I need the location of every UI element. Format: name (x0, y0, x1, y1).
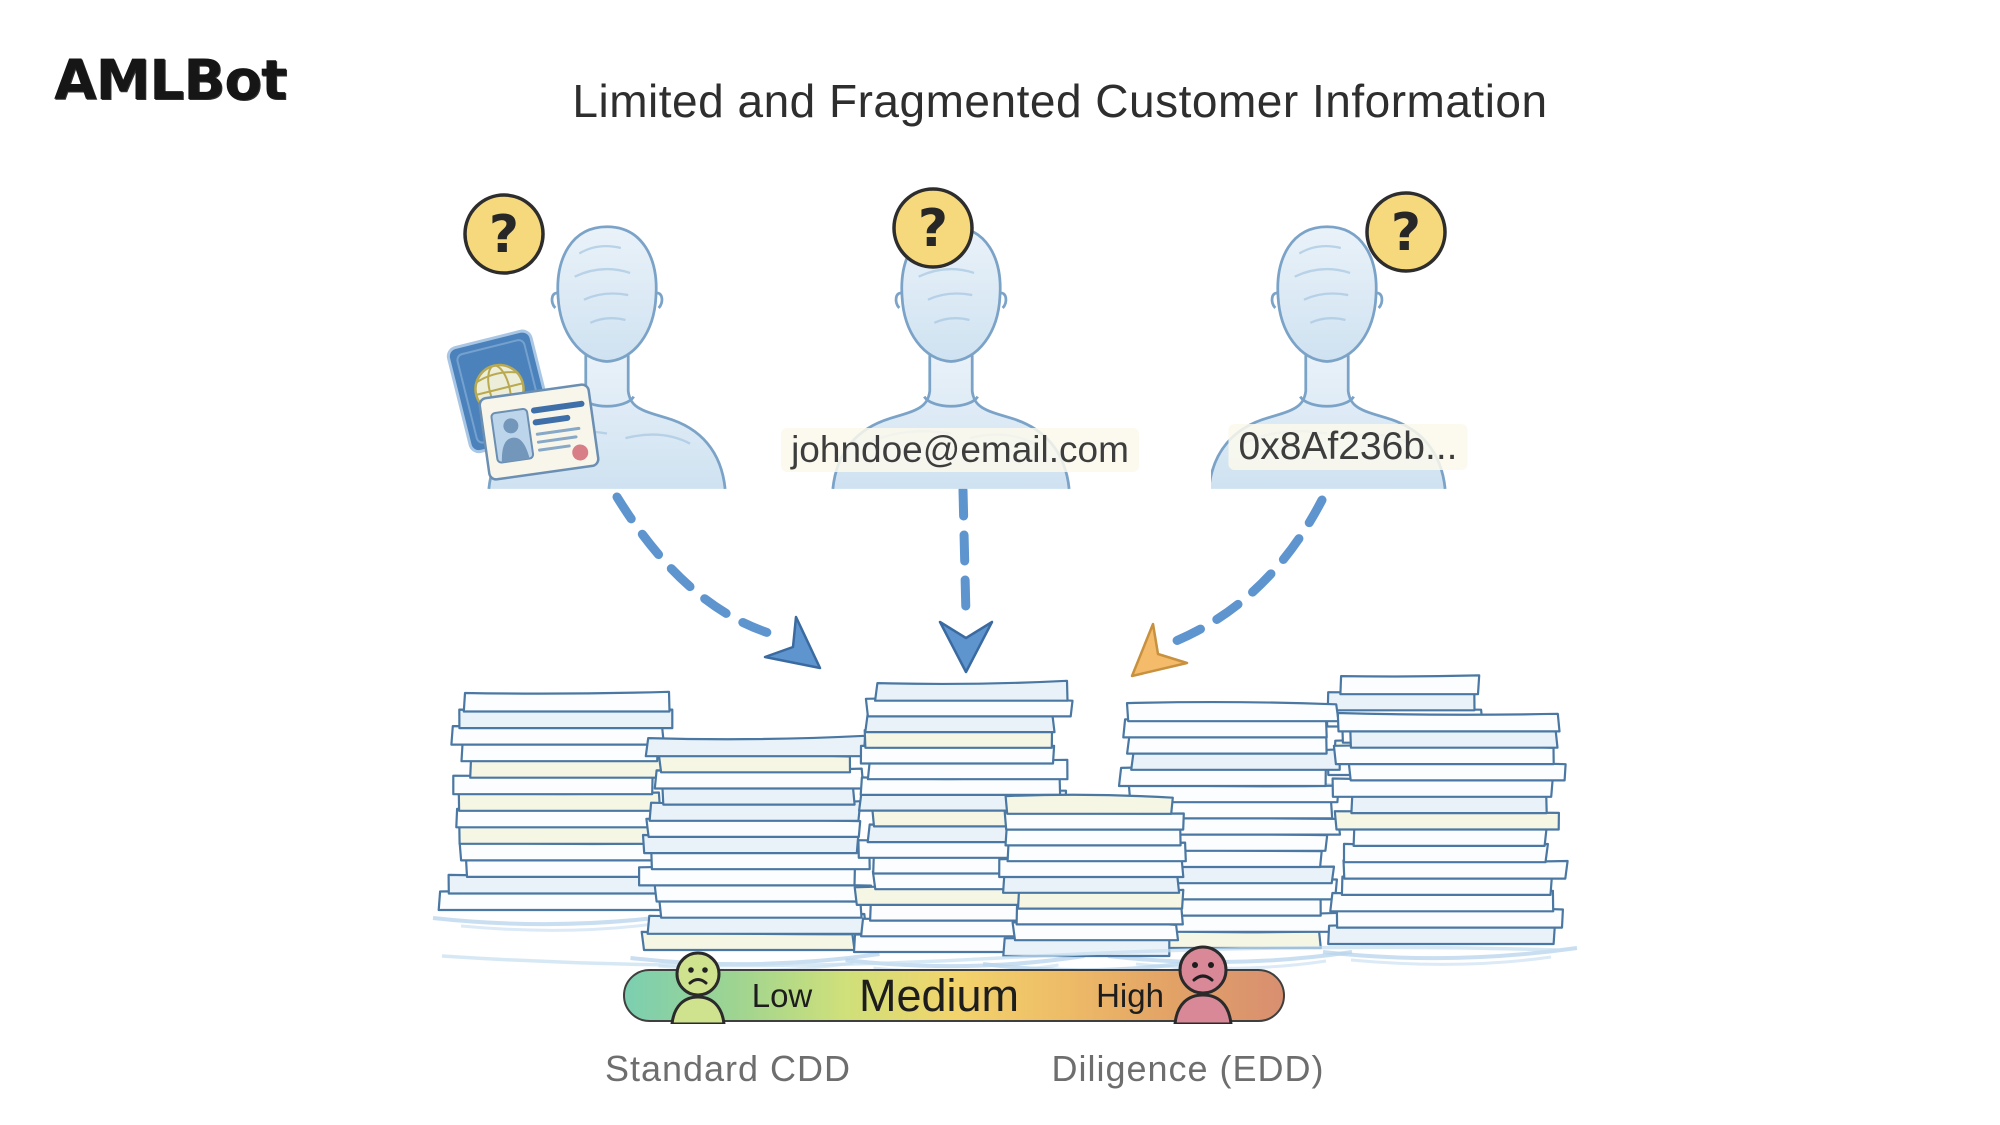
question-badge: ? (892, 187, 974, 269)
arrowhead-middle-icon (938, 620, 994, 674)
amlbot-logo: AMLBot (54, 48, 287, 112)
low-risk-person-icon (670, 951, 726, 1024)
id-card-icon (478, 383, 600, 481)
paper-stacks (432, 674, 1578, 978)
question-mark: ? (1391, 203, 1421, 263)
risk-level-low: Low (751, 976, 813, 1014)
person-figure-email: ? (831, 187, 1071, 491)
risk-level-medium: Medium (858, 969, 1020, 1021)
caption-standard-cdd: Standard CDD (604, 1048, 852, 1089)
arrowhead-right-icon (1130, 622, 1189, 678)
wallet-address-label: 0x8Af236b... (1228, 424, 1468, 470)
arrowhead-left-icon (763, 615, 822, 670)
person-figure-wallet: ? (1211, 191, 1447, 491)
caption-enhanced-due-diligence: Diligence (EDD) (1051, 1048, 1325, 1089)
email-label: johndoe@email.com (781, 428, 1139, 472)
arrow-dashed-left (612, 492, 784, 641)
person-figure-documents: ? (446, 193, 727, 491)
question-badge: ? (463, 193, 545, 275)
page-title: Limited and Fragmented Customer Informat… (572, 75, 1548, 127)
ground-scribble (441, 945, 1559, 968)
risk-gauge: Low Medium High (623, 969, 1285, 1022)
question-mark: ? (489, 205, 519, 265)
question-mark: ? (918, 199, 948, 259)
high-risk-person-icon (1173, 945, 1233, 1024)
arrow-dashed-middle (958, 485, 971, 621)
arrow-dashed-right (1166, 495, 1327, 648)
risk-level-high: High (1096, 976, 1164, 1014)
question-badge: ? (1365, 191, 1447, 273)
